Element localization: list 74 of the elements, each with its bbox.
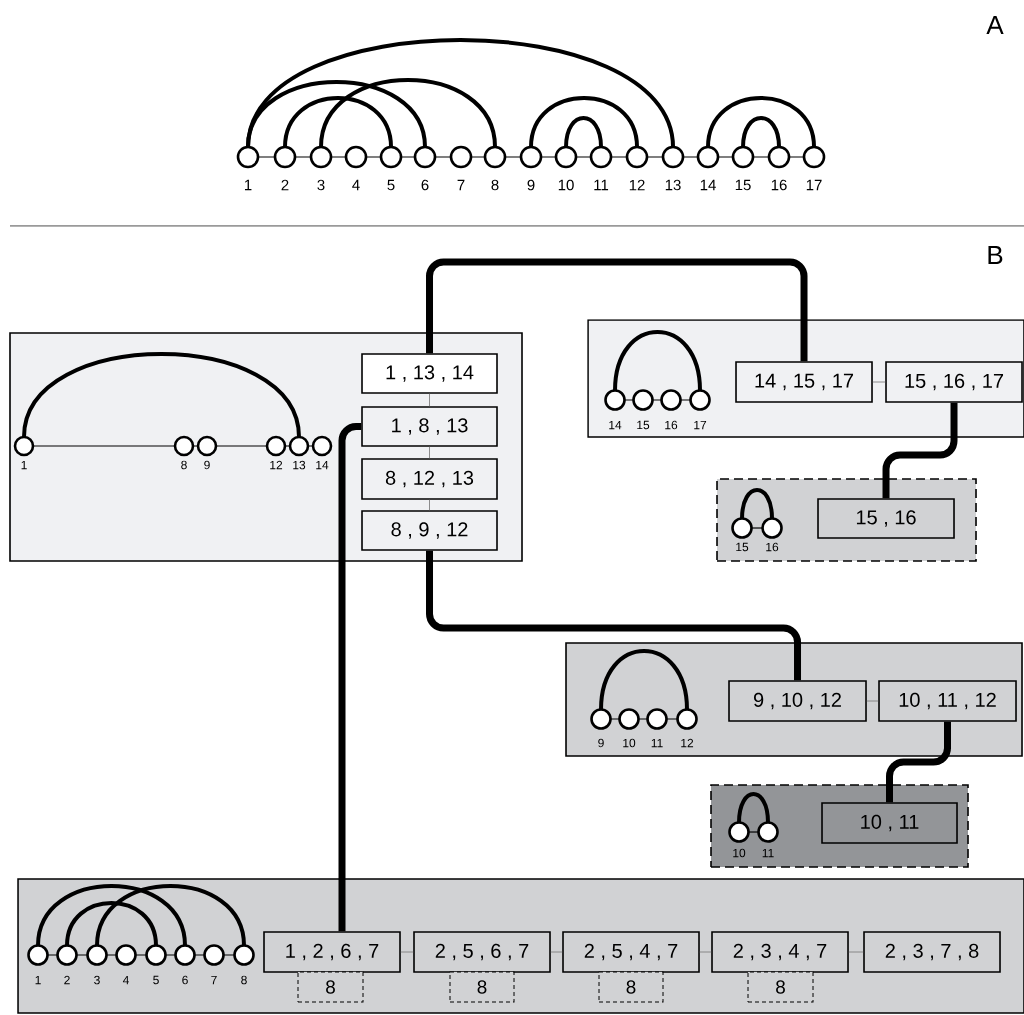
connector-line bbox=[400, 951, 414, 953]
bag-box: 9 , 10 , 12 bbox=[728, 680, 867, 722]
bag-box: 10 , 11 , 12 bbox=[878, 680, 1017, 722]
node-number: 12 bbox=[270, 460, 283, 470]
node-number: 15 bbox=[637, 420, 650, 430]
node-number: 8 bbox=[181, 460, 187, 470]
thick-connector bbox=[338, 423, 362, 932]
node-number: 1 bbox=[35, 975, 41, 985]
node-number: 9 bbox=[598, 738, 604, 748]
node-number: 4 bbox=[352, 179, 360, 191]
node-number: 12 bbox=[681, 738, 694, 748]
node-number: 8 bbox=[241, 975, 247, 985]
node-number: 5 bbox=[153, 975, 159, 985]
node-number: 16 bbox=[665, 420, 678, 430]
thick-connector bbox=[426, 258, 808, 362]
connector-line bbox=[699, 951, 712, 953]
connector-line bbox=[429, 446, 430, 459]
connector-line bbox=[872, 381, 886, 383]
node-number: 17 bbox=[806, 179, 822, 191]
node-number: 7 bbox=[211, 975, 217, 985]
thick-connector bbox=[426, 550, 801, 681]
bag-box: 2 , 3 , 7 , 8 bbox=[863, 931, 1001, 973]
bag-box: 1 , 13 , 14 bbox=[361, 353, 498, 394]
panel-letter: A bbox=[986, 16, 1004, 34]
node-number: 7 bbox=[457, 179, 465, 191]
node-number: 3 bbox=[317, 179, 325, 191]
node-number: 9 bbox=[527, 179, 535, 191]
node-number: 10 bbox=[623, 738, 636, 748]
node-number: 4 bbox=[122, 975, 129, 985]
bag-box: 8 , 12 , 13 bbox=[361, 458, 498, 500]
node-number: 14 bbox=[700, 179, 716, 191]
node-number: 15 bbox=[736, 542, 749, 552]
thick-connector bbox=[886, 721, 951, 803]
bag-box: 15 , 16 bbox=[817, 498, 955, 539]
node-number: 11 bbox=[762, 848, 774, 858]
node-number: 9 bbox=[204, 460, 210, 470]
dashed-box: 8 bbox=[598, 971, 664, 1003]
node-number: 16 bbox=[771, 179, 787, 191]
node-number: 15 bbox=[735, 179, 751, 191]
bag-box: 14 , 15 , 17 bbox=[735, 361, 873, 403]
node-number: 13 bbox=[293, 460, 306, 470]
node-number: 2 bbox=[64, 975, 70, 985]
node-number: 11 bbox=[594, 179, 609, 191]
node-number: 6 bbox=[182, 975, 188, 985]
connector-line bbox=[866, 700, 879, 702]
bag-box: 15 , 16 , 17 bbox=[885, 361, 1023, 403]
node-number: 16 bbox=[766, 542, 779, 552]
node-number: 17 bbox=[694, 420, 707, 430]
node-number: 14 bbox=[316, 460, 329, 470]
node-number: 10 bbox=[733, 848, 746, 858]
node-number: 13 bbox=[665, 179, 681, 191]
thick-connector bbox=[882, 402, 958, 499]
connector-line bbox=[429, 499, 430, 511]
node-number: 14 bbox=[609, 420, 622, 430]
node-number: 1 bbox=[21, 460, 27, 470]
node-number: 10 bbox=[558, 179, 574, 191]
node-number: 8 bbox=[491, 179, 499, 191]
connector-line bbox=[848, 951, 864, 953]
bag-box: 10 , 11 bbox=[821, 802, 958, 844]
node-number: 6 bbox=[421, 179, 429, 191]
node-number: 5 bbox=[387, 179, 395, 191]
dashed-box: 8 bbox=[747, 971, 814, 1003]
dashed-box: 8 bbox=[449, 971, 515, 1003]
node-number: 11 bbox=[651, 738, 663, 748]
node-number: 3 bbox=[94, 975, 100, 985]
connector-line bbox=[429, 393, 430, 407]
panel-letter: B bbox=[988, 246, 1003, 264]
dashed-box: 8 bbox=[297, 971, 364, 1003]
node-number: 12 bbox=[629, 179, 645, 191]
bag-box: 1 , 8 , 13 bbox=[361, 406, 498, 447]
node-number: 1 bbox=[245, 179, 252, 191]
bag-box: 8 , 9 , 12 bbox=[361, 510, 498, 551]
connector-line bbox=[550, 951, 563, 953]
node-number: 2 bbox=[281, 179, 289, 191]
